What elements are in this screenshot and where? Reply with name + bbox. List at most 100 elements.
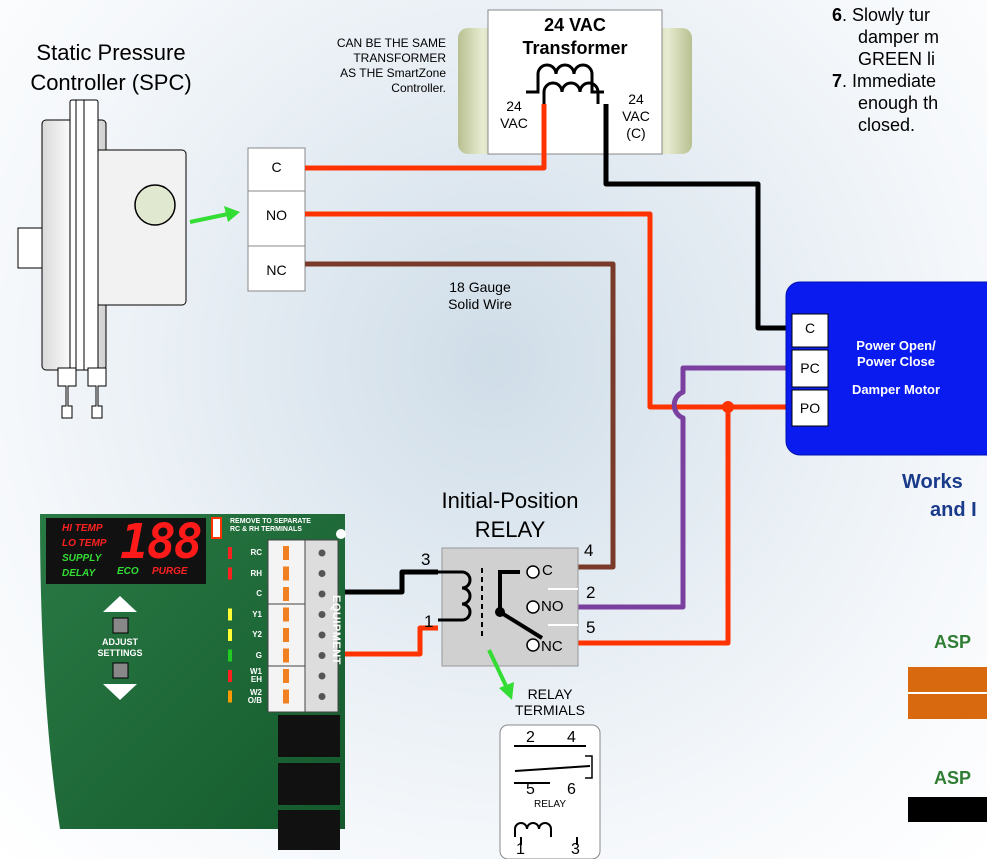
wire-label-line1: 18 Gauge	[449, 279, 511, 295]
terminal-label-0: RC	[250, 548, 262, 557]
relay-pin-1: 1	[424, 612, 434, 631]
controller-terminals	[228, 546, 326, 704]
note-line2: TRANSFORMER	[353, 51, 446, 65]
controller-status-labels: HI TEMP LO TEMP SUPPLY DELAY	[62, 521, 106, 581]
works-line2: and I	[930, 499, 977, 521]
green-arrow-icon	[189, 206, 240, 224]
wire-junction	[722, 401, 734, 413]
spc-terminal-block	[247, 147, 306, 292]
terminal-tab-6	[283, 669, 289, 683]
terminal-led-3	[228, 608, 232, 621]
transformer-title-line2: Transformer	[522, 38, 628, 58]
note-line3: AS THE SmartZone	[340, 66, 446, 80]
terminal-tab-3	[283, 607, 289, 622]
terminal-tab-4	[283, 628, 289, 642]
supply-label: SUPPLY	[62, 553, 102, 564]
adjust-settings-label: ADJUST SETTINGS	[80, 637, 160, 659]
relay-terminal-diagram	[499, 724, 601, 859]
relay-pin-5: 5	[586, 618, 596, 637]
asp-label-2: ASP	[934, 768, 972, 788]
left-label-line1: 24	[506, 98, 522, 114]
rt-5: 5	[526, 781, 535, 798]
wire-label-line2: Solid Wire	[448, 296, 512, 312]
terminal-tab-5	[283, 648, 289, 663]
rt-4: 4	[567, 729, 576, 746]
relay-terminals-title: RELAY TERMIALS	[495, 686, 605, 718]
controller-display: 188	[120, 514, 203, 570]
terminal-led-4	[228, 629, 232, 641]
relay-terminal-nc: NC	[541, 638, 563, 655]
step7-number: 7	[832, 71, 843, 91]
damper-motor	[785, 281, 987, 456]
damper-line1: Power Open/	[856, 338, 936, 353]
terminal-label-2: C	[256, 589, 262, 598]
damper-terminal-pc: PC	[800, 360, 820, 376]
terminal-screw-7[interactable]	[318, 693, 326, 700]
left-label-line2: VAC	[500, 115, 528, 131]
relay-pin-4: 4	[584, 541, 594, 560]
terminal-screw-2[interactable]	[318, 590, 326, 598]
works-line1: Works	[902, 471, 963, 493]
rt-1: 1	[516, 841, 525, 858]
transformer-left-label: 24 VAC	[496, 98, 532, 132]
delay-label: DELAY	[62, 568, 96, 579]
right-label-line2: VAC	[622, 108, 650, 124]
step6-number: 6	[832, 5, 843, 25]
remove-line1: REMOVE TO SEPARATE	[230, 518, 311, 525]
relay-terminal-c: C	[542, 562, 553, 579]
remove-line2: RC & RH TERMINALS	[230, 526, 302, 533]
controller-board	[40, 514, 346, 850]
damper-line3: Damper Motor	[851, 382, 941, 397]
terminal-led-5	[228, 649, 232, 662]
relay-terminals-title-line1: RELAY	[527, 686, 573, 702]
rt-label: RELAY	[533, 799, 567, 810]
relay	[438, 547, 579, 667]
terminal-led-6	[228, 670, 232, 682]
purge-label: PURGE	[152, 566, 188, 577]
note-line1: CAN BE THE SAME	[336, 36, 446, 50]
spc-terminal-no: NO	[266, 207, 287, 223]
hi-temp-label: HI TEMP	[62, 523, 103, 534]
terminal-screw-6[interactable]	[318, 672, 326, 680]
terminal-screw-0[interactable]	[318, 549, 326, 557]
step7-line3: closed.	[858, 115, 916, 135]
terminal-tab-2	[283, 587, 289, 601]
step6-line2: damper m	[858, 27, 940, 47]
terminal-led-1	[228, 567, 232, 580]
relay-title: Initial-Position RELAY	[415, 486, 605, 544]
terminal-label-4: Y2	[252, 630, 262, 639]
damper-motor-label: Power Open/ Power Close Damper Motor	[836, 338, 956, 398]
spc-device	[17, 99, 187, 419]
terminal-tab-7	[283, 689, 289, 704]
spc-title-line2: Controller (SPC)	[30, 70, 192, 95]
damper-terminal-po: PO	[799, 400, 821, 416]
terminal-label-5: G	[255, 650, 262, 660]
terminal-screw-4[interactable]	[318, 631, 326, 639]
eco-label: ECO	[117, 566, 139, 577]
remove-jumper-label: REMOVE TO SEPARATE RC & RH TERMINALS	[230, 518, 311, 534]
terminal-screw-1[interactable]	[318, 570, 326, 577]
relay-title-line1: Initial-Position	[441, 488, 579, 513]
rt-2: 2	[526, 729, 535, 746]
relay-pin-2: 2	[586, 583, 596, 602]
spc-terminal-nc: NC	[266, 262, 287, 278]
works-with-text: Works and I	[902, 468, 987, 524]
terminal-led-0	[228, 547, 232, 559]
step7-line2: enough th	[858, 93, 939, 113]
right-label-line3: (C)	[626, 125, 646, 141]
step6-line3: GREEN li	[858, 49, 936, 69]
instructions: 6. Slowly tur damper m GREEN li 7. Immed…	[832, 4, 987, 136]
right-label-line1: 24	[628, 91, 644, 107]
transformer-title-line1: 24 VAC	[544, 15, 606, 35]
terminal-label-1: RH	[250, 568, 262, 578]
relay-terminal-no: NO	[541, 598, 564, 615]
terminal-screw-3[interactable]	[318, 611, 326, 618]
equipment-label: EQUIPMENT	[330, 595, 342, 665]
relay-title-line2: RELAY	[474, 517, 546, 542]
terminal-screw-5[interactable]	[318, 652, 326, 659]
rt-3: 3	[571, 841, 580, 858]
spc-title-line1: Static Pressure	[36, 40, 186, 65]
